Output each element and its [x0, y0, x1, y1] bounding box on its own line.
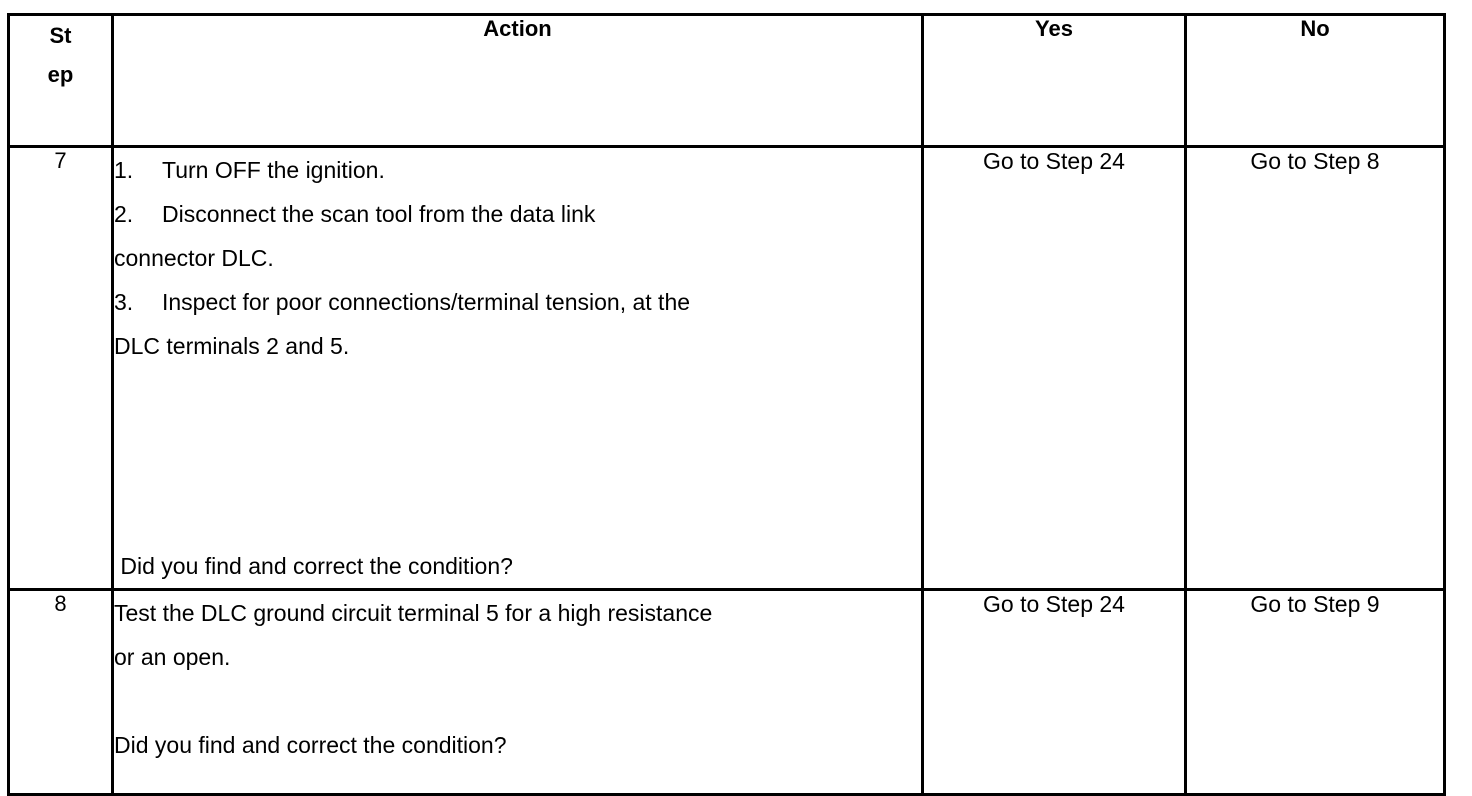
action-list-text: Turn OFF the ignition. [162, 157, 385, 183]
table-row: 8 Test the DLC ground circuit terminal 5… [7, 588, 1446, 796]
action-spacer [114, 679, 921, 723]
action-spacer [114, 368, 921, 544]
step-number-cell: 7 [7, 145, 114, 591]
column-header-action: Action [111, 13, 924, 148]
action-list-item: 3. Inspect for poor connections/terminal … [114, 280, 921, 324]
column-header-yes: Yes [921, 13, 1187, 148]
action-list-continuation: connector DLC. [114, 245, 274, 271]
action-list-continuation: DLC terminals 2 and 5. [114, 333, 350, 359]
action-text-line: or an open. [114, 644, 231, 670]
column-header-step-line2: ep [47, 62, 74, 87]
column-header-step-line1: St [49, 23, 72, 48]
no-answer-cell: Go to Step 8 [1184, 145, 1446, 591]
table-header-row: St ep Action Yes No [7, 13, 1446, 148]
step-number-cell: 8 [7, 588, 114, 796]
action-cell: Test the DLC ground circuit terminal 5 f… [111, 588, 924, 796]
action-question: Did you find and correct the condition? [114, 732, 507, 758]
yes-answer-cell: Go to Step 24 [921, 145, 1187, 591]
action-list-text: Disconnect the scan tool from the data l… [162, 201, 596, 227]
action-list-text: Inspect for poor connections/terminal te… [162, 289, 691, 315]
yes-answer-cell: Go to Step 24 [921, 588, 1187, 796]
action-list-number: 2. [114, 201, 134, 227]
column-header-no: No [1184, 13, 1446, 148]
no-answer-cell: Go to Step 9 [1184, 588, 1446, 796]
action-text-line: Test the DLC ground circuit terminal 5 f… [114, 600, 713, 626]
action-list-item: 2. Disconnect the scan tool from the data… [114, 192, 921, 236]
action-list-number: 3. [114, 289, 134, 315]
action-cell: 1. Turn OFF the ignition. 2. Disconnect th… [111, 145, 924, 591]
action-list-item: 1. Turn OFF the ignition. [114, 148, 921, 192]
action-question: Did you find and correct the condition? [114, 553, 513, 579]
diagnostic-procedure-table: St ep Action Yes No 7 1. Turn OFF the ign… [7, 13, 1446, 796]
action-list-number: 1. [114, 157, 134, 183]
table-row: 7 1. Turn OFF the ignition. 2. Disconnect … [7, 145, 1446, 591]
column-header-step: St ep [7, 13, 114, 148]
